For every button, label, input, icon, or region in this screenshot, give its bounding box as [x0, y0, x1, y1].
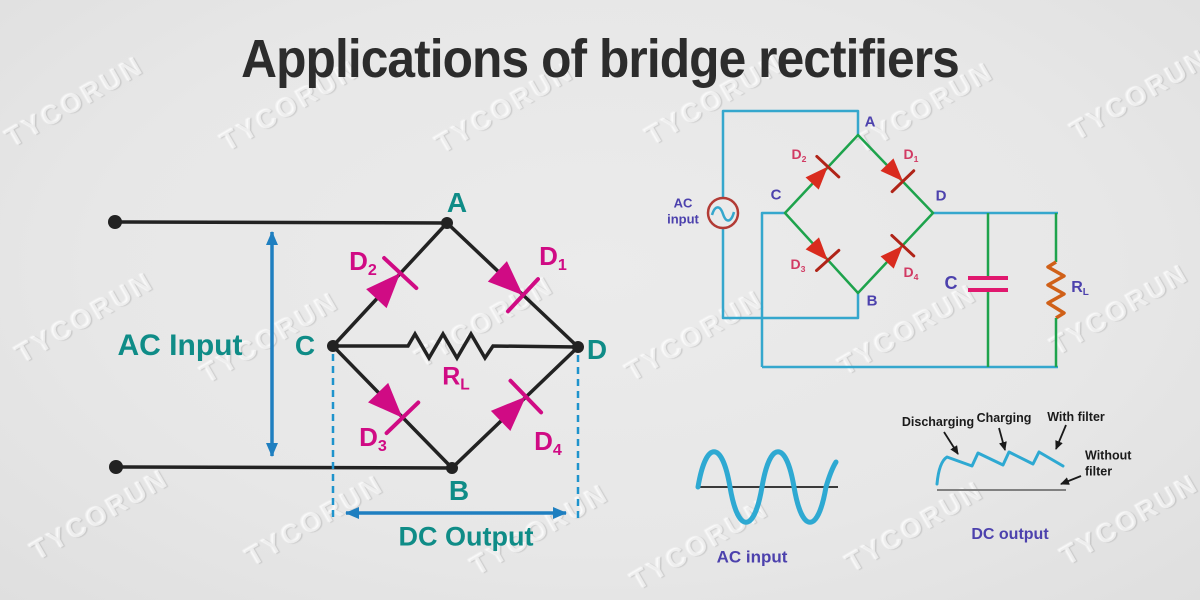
- left-dc-output-label: DC Output: [398, 521, 534, 552]
- left-top-terminal: [108, 215, 122, 229]
- with-filter-label: With filter: [1047, 409, 1105, 424]
- left-load-resistor: [331, 330, 580, 362]
- capacitor-plate-bottom: [968, 288, 1008, 292]
- right-diode-d1: [880, 158, 916, 194]
- right-node-d-label: D: [935, 187, 947, 205]
- left-node-a-label: A: [446, 187, 468, 218]
- without-filter-label: Without filter: [1085, 448, 1131, 479]
- ac-input-caption: AC input: [716, 547, 788, 567]
- filtered-ripple-wave: [935, 450, 1065, 486]
- left-node-a-dot: [441, 217, 453, 229]
- discharging-arrow: [943, 431, 959, 455]
- right-load-resistor-label: RL: [1071, 279, 1089, 298]
- dc-output-caption: DC output: [971, 526, 1049, 543]
- left-diode-d3: [368, 382, 421, 436]
- right-diode-d3: [805, 237, 841, 272]
- right-diode-d1-label: D1: [903, 146, 919, 164]
- left-diode-d2: [366, 256, 419, 309]
- left-top-wire: [113, 220, 449, 225]
- ac-source-sine-icon: [710, 206, 736, 222]
- right-diode-d4-label: D4: [903, 264, 919, 282]
- capacitor-label: C: [944, 273, 958, 293]
- right-wire-c-branch: [760, 211, 785, 367]
- left-node-d-label: D: [586, 334, 608, 365]
- right-diode-d3-label: D3: [790, 256, 806, 274]
- left-node-c-dot: [327, 340, 339, 352]
- left-bottom-wire: [114, 465, 454, 470]
- charging-arrow: [998, 427, 1007, 451]
- left-bottom-terminal: [109, 460, 123, 474]
- left-diode-d4-label: D4: [534, 426, 562, 459]
- right-ac-source-label-line1: AC: [673, 195, 693, 211]
- left-diode-d2-label: D2: [349, 246, 377, 279]
- right-ac-source-label-line2: input: [667, 211, 699, 227]
- ac-sine-wave: [695, 449, 839, 525]
- right-diode-d2-label: D2: [791, 146, 807, 164]
- left-ac-input-label: AC Input: [117, 329, 243, 362]
- load-resistor-zigzag: [1046, 260, 1066, 320]
- right-node-c-label: C: [770, 186, 782, 204]
- left-node-c-label: C: [294, 330, 316, 361]
- discharging-label: Discharging: [901, 414, 975, 429]
- without-filter-line2: filter: [1085, 464, 1113, 478]
- left-node-d-dot: [572, 341, 584, 353]
- dc-output-waveform: [935, 424, 1082, 491]
- with-filter-arrow: [1055, 424, 1067, 450]
- right-node-b-label: B: [866, 292, 878, 310]
- left-bridge-diagram: [108, 215, 584, 519]
- left-node-b-label: B: [448, 475, 470, 506]
- ac-input-waveform: [695, 449, 839, 525]
- right-wire-top-loop: [721, 109, 860, 198]
- right-node-a-label: A: [864, 113, 876, 131]
- right-diode-d4: [880, 233, 916, 269]
- left-node-b-dot: [446, 462, 458, 474]
- left-diode-d4: [490, 378, 544, 431]
- right-rectifier-circuit: [706, 109, 1066, 369]
- without-filter-line1: Without: [1085, 448, 1132, 463]
- left-diode-d3-label: D3: [359, 422, 387, 455]
- right-wire-bottom-loop: [721, 228, 860, 320]
- right-diode-d2: [805, 154, 841, 190]
- page-title: Applications of bridge rectifiers: [241, 29, 960, 89]
- left-diode-d1-label: D1: [539, 241, 567, 274]
- capacitor-plate-top: [968, 276, 1008, 280]
- left-diode-d1: [487, 261, 540, 314]
- left-load-resistor-label: RL: [442, 362, 470, 394]
- right-bridge-diamond: [783, 133, 935, 295]
- charging-label: Charging: [976, 410, 1032, 425]
- without-filter-arrow: [1060, 475, 1082, 485]
